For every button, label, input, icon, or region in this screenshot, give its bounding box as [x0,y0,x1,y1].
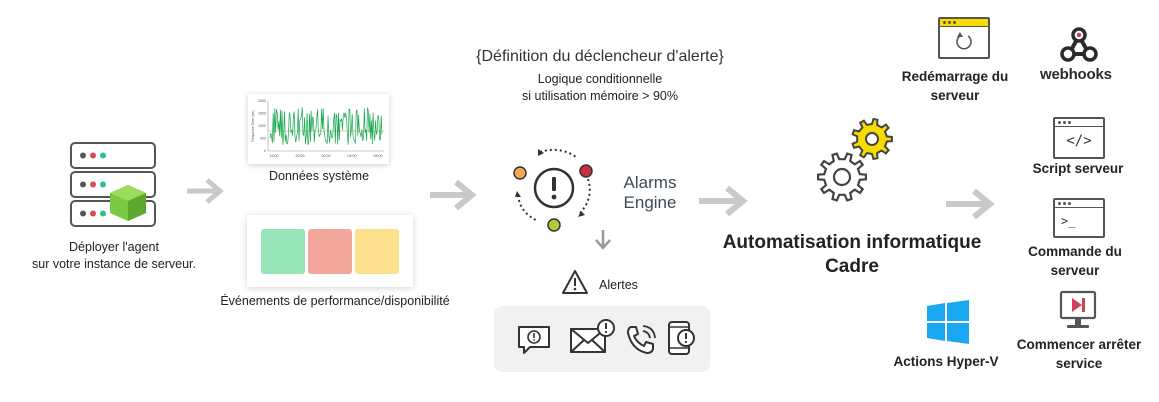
restart-window-icon [938,17,990,59]
chart-ytick: 1000 [258,124,266,128]
flow-arrow-1 [185,176,225,206]
agent-cube-icon [110,185,146,221]
chart-xtick: 16:00 [270,154,279,158]
chart-xtick: 04:00 [348,154,357,158]
flow-arrow-4 [944,187,996,221]
performance-label: Événements de performance/disponibilité [220,294,450,308]
chart-ylabel: Response Time (ms) [251,110,255,141]
windows-logo-icon [925,300,971,349]
trigger-logic: Logique conditionnelle si utilisation mé… [522,72,678,103]
system-data-chart: Response Time (ms) 2000 1500 1000 500 0 16:00 2… [248,94,389,164]
server-stack-icon [68,141,160,231]
chart-xtick: 20:00 [296,154,305,158]
chart-ytick: 500 [260,137,266,141]
chart-ytick: 2000 [258,99,266,103]
performance-events-box [247,215,413,287]
down-arrow [594,229,612,251]
script-window-icon: </> [1053,117,1105,159]
chart-series-line [269,107,383,145]
webhooks-label: webhooks [1040,66,1112,83]
gears-icon [814,117,896,207]
webhooks-icon [1059,26,1099,69]
perf-cell-ok [261,229,305,274]
chart-ytick: 1500 [258,112,266,116]
script-label: Script serveur [1032,161,1124,176]
automation-title: Automatisation informatique Cadre [722,232,982,277]
perf-cell-warning [355,229,399,274]
alarms-engine-icon [508,143,604,235]
alerts-label: Alertes [599,278,638,292]
chart-ytick: 0 [264,149,266,153]
gear-large-icon [817,152,867,202]
service-label: Commencer arrêter service [1016,337,1142,371]
command-label: Commande du serveur [1028,244,1122,278]
perf-cell-critical [308,229,352,274]
alerts-tray [494,306,710,372]
chart-xtick: 00:00 [322,154,331,158]
flow-arrow-2 [428,178,478,212]
script-glyph: </> [1066,133,1092,149]
mobile-alert-icon [666,320,700,361]
command-window-icon: >_ [1053,198,1105,238]
phone-call-icon [624,323,658,362]
service-monitor-icon [1055,290,1101,337]
mail-alert-icon [568,319,616,360]
chat-alert-icon [516,324,552,361]
command-glyph: >_ [1061,214,1076,228]
system-data-label: Données système [268,169,370,183]
alert-warning-icon [561,269,589,300]
hyperv-label: Actions Hyper-V [893,354,999,369]
agent-label: Déployer l'agent sur votre instance de s… [32,240,196,271]
trigger-title: {Définition du déclencheur d'alerte} [476,48,724,65]
alarms-engine-label: Alarms Engine [623,173,677,212]
restart-label: Redémarrage du serveur [901,69,1009,103]
chart-xtick: 08:00 [374,154,383,158]
flow-arrow-3 [697,184,749,218]
